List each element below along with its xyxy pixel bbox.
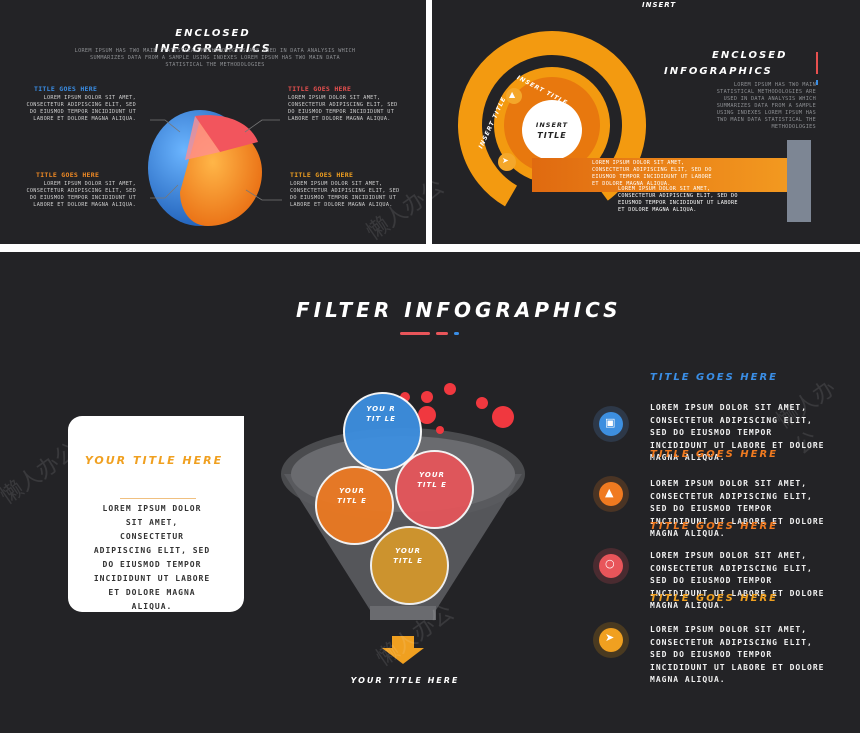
funnel-circle-1 [343, 392, 422, 471]
sphere-graphic [148, 110, 262, 226]
slide1-block4-text: LOREM IPSUM DOLOR SIT AMET, CONSECTETUR … [290, 181, 400, 208]
card-title: YOUR TITLE HERE [84, 454, 224, 467]
slide-enclosed-sphere: ENCLOSED INFOGRAPHICS LOREM IPSUM HAS TW… [0, 0, 426, 244]
slide1-title-line2: INFOGRAPHICS [154, 42, 272, 55]
thumbs-up-icon: ▲ [605, 486, 614, 499]
funnel-circle-3-label: YOUR TITL E [337, 487, 367, 505]
slide1-title-line1: ENCLOSED [175, 28, 251, 39]
item2-title: TITLE GOES HERE [650, 449, 779, 460]
bubble [400, 392, 410, 402]
item3-text: LOREM IPSUM DOLOR SIT AMET, CONSECTETUR … [650, 551, 825, 610]
bubble [476, 397, 488, 409]
item4-icon-disc [599, 628, 623, 652]
slide2-accent-blue [816, 80, 818, 85]
slide2-bar-text2: LOREM IPSUM DOLOR SIT AMET, CONSECTETUR … [618, 186, 738, 213]
slide-enclosed-spiral: ENCLOSED INFOGRAPHICS LOREM IPSUM HAS TW… [432, 0, 860, 244]
item1-title: TITLE GOES HERE [650, 372, 779, 383]
card-divider [120, 498, 196, 499]
bubble [418, 406, 436, 424]
slide2-title-line1: ENCLOSED [712, 50, 788, 61]
speech-bubble-icon: ○ [605, 557, 615, 570]
bubble [444, 383, 456, 395]
slide2-accent-red [816, 52, 818, 74]
card-text: LOREM IPSUM DOLOR SIT AMET, CONSECTETUR … [93, 504, 211, 611]
slide1-block4-title: TITLE GOES HERE [290, 171, 354, 179]
funnel-circle-1-label: YOU R TIT LE [366, 405, 396, 423]
funnel-caption: YOUR TITLE HERE [350, 676, 460, 685]
slide2-bar-text1: LOREM IPSUM DOLOR SIT AMET, CONSECTETUR … [592, 160, 712, 187]
bubble [421, 391, 433, 403]
bubble [492, 406, 514, 428]
slide1-block2-title: TITLE GOES HERE [288, 85, 352, 93]
item2-text: LOREM IPSUM DOLOR SIT AMET, CONSECTETUR … [650, 479, 825, 538]
item3-title: TITLE GOES HERE [650, 521, 779, 532]
item3-icon-disc [599, 554, 623, 578]
slide2-side-text: LOREM IPSUM HAS TWO MAIN STATISTICAL MET… [716, 82, 816, 130]
item1-text: LOREM IPSUM DOLOR SIT AMET, CONSECTETUR … [650, 403, 825, 462]
item4-title: TITLE GOES HERE [650, 593, 779, 604]
monitor-icon: ▣ [605, 416, 616, 429]
item4-text: LOREM IPSUM DOLOR SIT AMET, CONSECTETUR … [650, 625, 825, 684]
funnel-circle-2-label: YOUR TITL E [417, 471, 447, 489]
slide-filter-infographics: FILTER INFOGRAPHICS YOUR TITLE HERE LORE… [0, 252, 860, 733]
rocket-icon: ➤ [502, 156, 509, 165]
item2-icon-disc [599, 482, 623, 506]
sphere-connector-lines [150, 119, 282, 201]
slide1-block2-text: LOREM IPSUM DOLOR SIT AMET, CONSECTETUR … [288, 95, 398, 122]
funnel-circle-4 [370, 526, 449, 605]
item1-icon-disc [599, 412, 623, 436]
slide2-center-title-2: TITLE [537, 131, 567, 140]
bubble [436, 426, 444, 434]
title-underline-red2 [436, 332, 448, 335]
slide1-block1-text: LOREM IPSUM DOLOR SIT AMET, CONSECTETUR … [26, 95, 136, 122]
thumbs-up-icon: ▲ [509, 90, 516, 99]
slide1-block3-text: LOREM IPSUM DOLOR SIT AMET, CONSECTETUR … [26, 181, 136, 208]
funnel-circle-2 [395, 450, 474, 529]
slide1-block3-title: TITLE GOES HERE [36, 171, 100, 179]
title-underline-blue [454, 332, 459, 335]
spiral-graphic [458, 30, 811, 222]
funnel-circle-4-label: YOUR TITL E [393, 547, 423, 565]
slide3-title: FILTER INFOGRAPHICS [296, 298, 622, 322]
title-underline-red [400, 332, 430, 335]
slide2-title-line2: INFOGRAPHICS [664, 66, 773, 77]
funnel-circle-3 [315, 466, 394, 545]
slide1-block1-title: TITLE GOES HERE [34, 85, 98, 93]
slide2-center-line1: INSERT [642, 1, 677, 9]
slide2-center-title-1: INSERT [535, 121, 569, 129]
info-card [68, 416, 244, 612]
slide1-intro: LOREM IPSUM HAS TWO MAIN STATISTICAL MET… [74, 48, 356, 68]
rocket-icon: ➤ [605, 631, 615, 644]
